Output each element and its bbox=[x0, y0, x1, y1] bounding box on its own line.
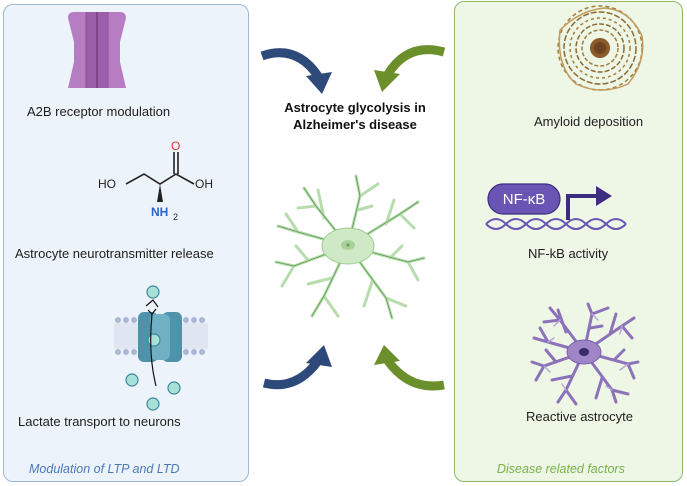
reactive-astrocyte-icon bbox=[530, 302, 640, 406]
nfkb-badge: NF-κB bbox=[502, 191, 546, 208]
amine-text: NH bbox=[151, 205, 168, 219]
arrow-blue-bottom-icon bbox=[262, 345, 332, 390]
right-panel bbox=[454, 1, 683, 482]
arrow-green-bottom-icon bbox=[374, 345, 445, 391]
title-line-1: Astrocyte glycolysis in bbox=[284, 100, 426, 115]
left-panel-footer: Modulation of LTP and LTD bbox=[29, 462, 180, 476]
lactate-transporter-icon bbox=[114, 285, 208, 411]
arrow-blue-top-icon bbox=[260, 48, 332, 94]
nfkb-activity-label: NF-kB activity bbox=[528, 246, 609, 261]
left-panel bbox=[3, 4, 249, 482]
right-panel-footer: Disease related factors bbox=[497, 462, 625, 476]
amyloid-deposition-label: Amyloid deposition bbox=[534, 114, 644, 129]
astrocyte-cell-icon bbox=[274, 174, 426, 320]
reactive-astrocyte-label: Reactive astrocyte bbox=[526, 409, 633, 424]
serine-molecule-icon: HO OH O NH 2 bbox=[98, 139, 213, 222]
oxygen-text: O bbox=[171, 139, 180, 153]
amine-subscript: 2 bbox=[173, 212, 178, 222]
a2b-receptor-icon bbox=[68, 12, 126, 88]
hydroxyl-right-text: OH bbox=[195, 177, 213, 191]
arrow-green-top-icon bbox=[374, 45, 446, 92]
hydroxyl-left-text: HO bbox=[98, 177, 116, 191]
a2b-receptor-label: A2B receptor modulation bbox=[27, 104, 171, 119]
lactate-transport-label: Lactate transport to neurons bbox=[18, 414, 181, 429]
amyloid-plaque-icon bbox=[557, 5, 644, 91]
diagram-title: Astrocyte glycolysis in Alzheimer's dise… bbox=[260, 99, 450, 133]
neurotransmitter-release-label: Astrocyte neurotransmitter release bbox=[15, 246, 214, 261]
nfkb-dna-icon bbox=[485, 183, 627, 230]
title-line-2: Alzheimer's disease bbox=[293, 117, 417, 132]
